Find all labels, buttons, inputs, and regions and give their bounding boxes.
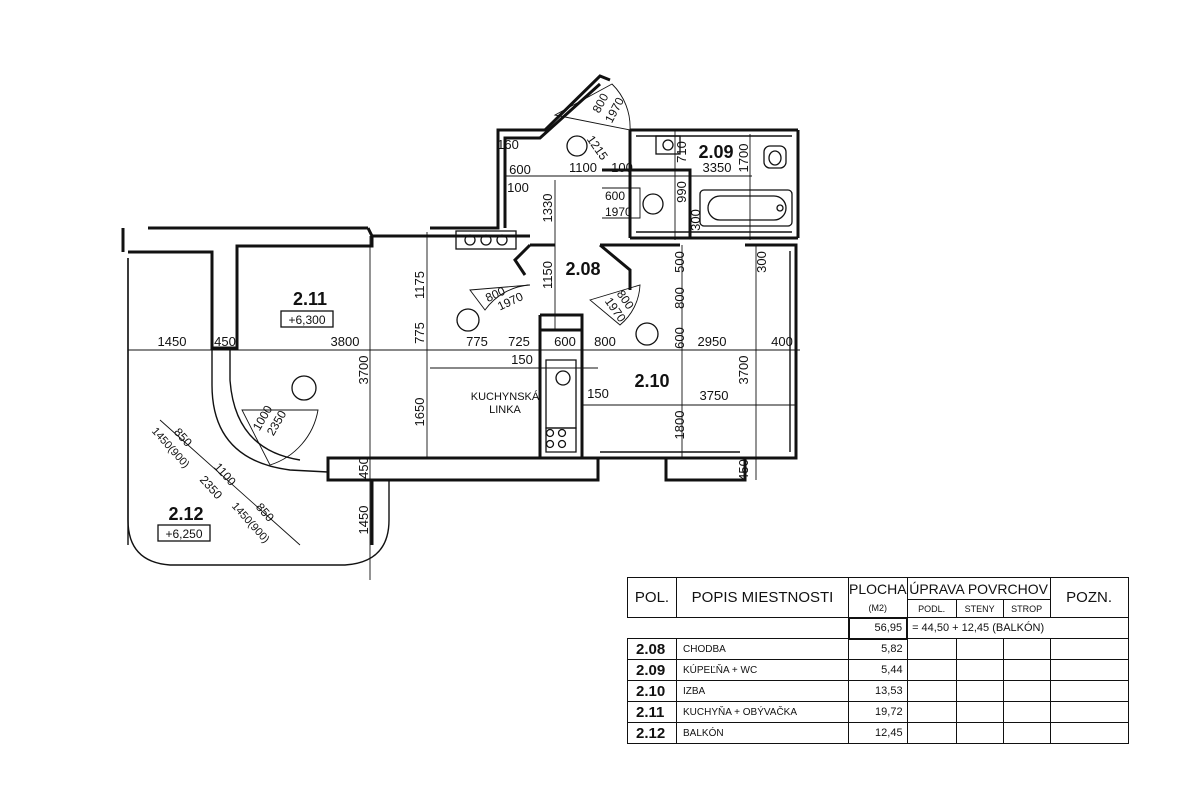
- room-2-08-number: 2.08: [565, 259, 600, 279]
- dim-3700-left: 3700: [356, 356, 371, 385]
- dim-300-b: 300: [754, 251, 769, 273]
- table-row: 2.08 CHODBA 5,82: [627, 638, 1129, 660]
- room-labels: 2.11 +6,300 2.08 2.09 2.10 2.12 +6,250 K…: [157, 142, 734, 542]
- room-2-11-level-box: [280, 310, 334, 328]
- total-note: = 44,50 + 12,45 (BALKÓN): [906, 617, 1051, 639]
- dim-1330: 1330: [540, 194, 555, 223]
- room-2-12-level-box: [157, 524, 211, 542]
- row-pol: 2.09: [627, 659, 677, 681]
- dim-1150: 1150: [540, 261, 555, 289]
- row-pol: 2.08: [627, 638, 677, 660]
- dim-1700: 1700: [736, 144, 751, 173]
- door-600: 600: [605, 189, 625, 203]
- row-popis: BALKÓN: [676, 722, 849, 744]
- dimension-lines: [128, 130, 800, 580]
- dim-800: 800: [594, 334, 616, 349]
- row-plocha: 13,53: [848, 680, 908, 702]
- header-popis: POPIS MIESTNOSTI: [676, 577, 849, 618]
- dim-3700-right: 3700: [736, 356, 751, 385]
- header-podl: PODL.: [906, 599, 957, 618]
- dim-600: 600: [554, 334, 576, 349]
- dim-600-vert: 600: [672, 327, 687, 349]
- dim-100-a: 100: [611, 160, 633, 175]
- door-swings: [241, 83, 641, 466]
- dim-1800: 1800: [672, 411, 687, 440]
- dim-300-a: 300: [688, 209, 703, 231]
- room-schedule-table: POL. POPIS MIESTNOSTI PLOCHA ÚPRAVA POVR…: [627, 577, 1129, 744]
- header-plocha-unit: (M2): [848, 599, 908, 618]
- dim-450-vert: 450: [356, 457, 371, 479]
- table-row: 2.10 IZBA 13,53: [627, 680, 1129, 702]
- dim-1175: 1175: [412, 271, 427, 299]
- dim-3350: 3350: [703, 160, 732, 175]
- dim-725: 725: [508, 334, 530, 349]
- dimension-texts: 1450 450 3800 775 725 600 800 2950 400 1…: [149, 91, 793, 546]
- walls: [121, 74, 800, 566]
- dim-400: 400: [771, 334, 793, 349]
- row-plocha: 5,44: [848, 659, 908, 681]
- table-row: 2.09 KÚPEĽŇA + WC 5,44: [627, 659, 1129, 681]
- row-popis: KÚPEĽŇA + WC: [676, 659, 849, 681]
- total-area: 56,95: [847, 616, 909, 640]
- room-2-11-number: 2.11: [293, 289, 327, 309]
- row-pol: 2.12: [627, 722, 677, 744]
- row-popis: KUCHYŇA + OBÝVAČKA: [676, 701, 849, 723]
- dim-150-right: 150: [587, 386, 609, 401]
- dim-1450: 1450: [158, 334, 187, 349]
- header-plocha: PLOCHA: [848, 577, 908, 600]
- dim-600-left: 600: [509, 162, 531, 177]
- room-2-12-level: +6,250: [165, 527, 202, 541]
- dim-775-vert: 775: [412, 322, 427, 344]
- dim-160: 160: [497, 137, 519, 152]
- header-uprava: ÚPRAVA POVRCHOV: [906, 577, 1051, 600]
- dim-2950: 2950: [698, 334, 727, 349]
- table-row: 2.12 BALKÓN 12,45: [627, 722, 1129, 744]
- room-2-11-level: +6,300: [288, 313, 325, 327]
- dim-100-b: 100: [507, 180, 529, 195]
- dim-1100: 1100: [569, 160, 597, 175]
- dim-800-vert: 800: [672, 287, 687, 309]
- row-pol: 2.11: [627, 701, 677, 723]
- header-pozn: POZN.: [1049, 577, 1129, 618]
- dim-1215: 1215: [584, 133, 611, 163]
- dim-3750: 3750: [700, 388, 729, 403]
- row-popis: CHODBA: [676, 638, 849, 660]
- dim-500: 500: [672, 251, 687, 273]
- table-row: 2.11 KUCHYŇA + OBÝVAČKA 19,72: [627, 701, 1129, 723]
- header-steny: STENY: [955, 599, 1004, 618]
- room-2-09-number: 2.09: [698, 142, 733, 162]
- dim-990: 990: [674, 181, 689, 203]
- dim-1650: 1650: [412, 398, 427, 427]
- dim-710: 710: [674, 141, 689, 163]
- header-pol: POL.: [627, 577, 677, 618]
- kitchen-label-line2: LINKA: [489, 404, 521, 416]
- dim-150-top: 150: [511, 352, 533, 367]
- fixtures: [291, 135, 793, 449]
- row-plocha: 19,72: [848, 701, 908, 723]
- dim-1450-vert: 1450: [356, 506, 371, 535]
- room-2-10-number: 2.10: [634, 371, 669, 391]
- row-pol: 2.10: [627, 680, 677, 702]
- door-1970-a: 1970: [605, 205, 632, 219]
- room-2-12-number: 2.12: [168, 504, 203, 524]
- row-plocha: 5,82: [848, 638, 908, 660]
- dim-3800: 3800: [331, 334, 360, 349]
- header-strop: STROP: [1002, 599, 1051, 618]
- row-plocha: 12,45: [848, 722, 908, 744]
- kitchen-label-line1: KUCHYNSKÁ: [471, 390, 540, 403]
- row-popis: IZBA: [676, 680, 849, 702]
- dim-775: 775: [466, 334, 488, 349]
- dim-450: 450: [214, 334, 236, 349]
- dim-450-right: 450: [736, 459, 751, 481]
